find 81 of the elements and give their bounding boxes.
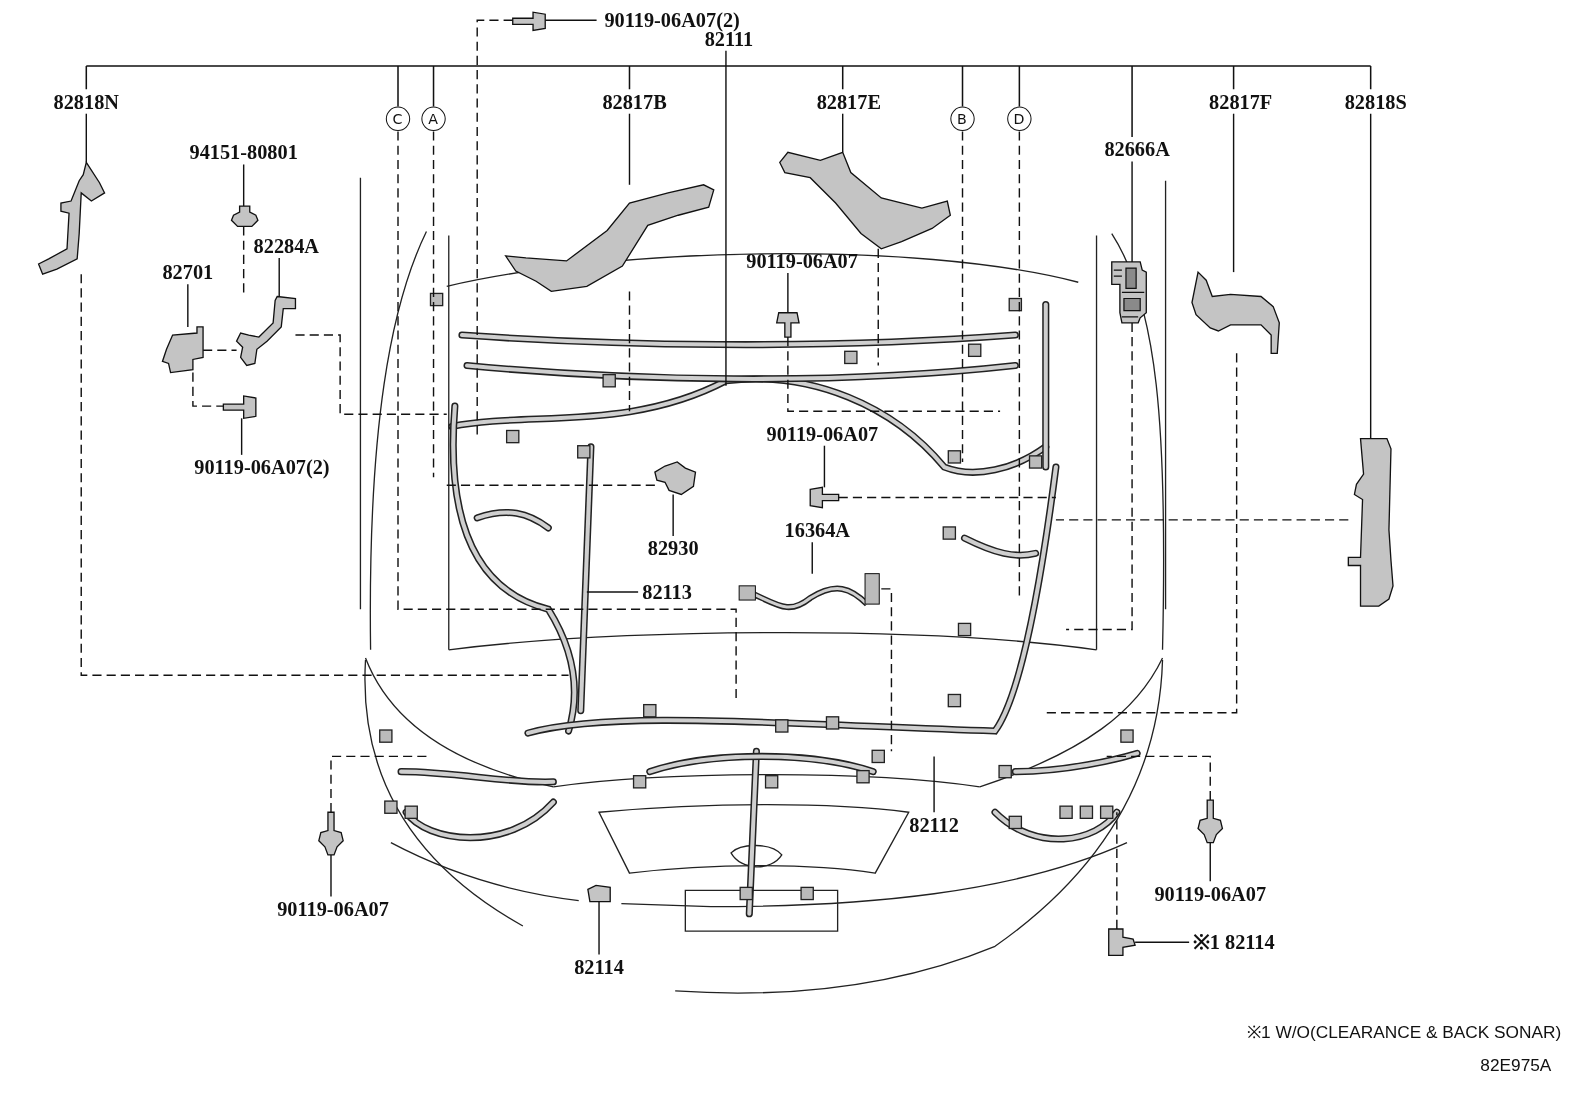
leader-line	[811, 541, 813, 575]
leader-line	[294, 334, 448, 415]
leader-line	[586, 591, 639, 593]
leader-line	[278, 257, 280, 298]
part-number: 90119-06A07	[273, 896, 393, 921]
bracket-drawing	[1348, 438, 1394, 607]
bolt-drawing	[776, 312, 800, 338]
part-number: 16364A	[783, 517, 852, 543]
leader-line	[1055, 519, 1350, 521]
leader-line	[187, 283, 189, 328]
leader-line	[240, 417, 243, 456]
leader-line	[933, 755, 935, 813]
bracket-drawing	[162, 326, 204, 373]
bolt-drawing	[223, 395, 256, 419]
leader-line	[330, 755, 428, 813]
clip-drawing	[1108, 929, 1136, 956]
leader-line	[330, 854, 332, 898]
leader-line	[1209, 842, 1211, 882]
part-number: 82818N	[52, 89, 121, 114]
clip-drawing	[587, 885, 611, 902]
protector-drawing	[505, 184, 714, 292]
bolt-drawing	[512, 12, 546, 31]
leader-line	[880, 588, 893, 753]
part-number: 90119-06A07(2)	[596, 8, 748, 33]
nut-drawing	[231, 206, 258, 227]
leader-line	[628, 113, 631, 186]
part-number: 82817F	[1206, 89, 1275, 114]
leader-line	[672, 493, 674, 537]
leader-line	[598, 900, 600, 956]
bracket-drawing	[1189, 272, 1282, 354]
part-number: 82930	[644, 536, 703, 561]
part-number: 82114	[570, 954, 628, 979]
part-number: 90119-06A07	[1150, 881, 1271, 906]
leader-line	[1131, 160, 1133, 263]
leader-line	[823, 445, 826, 489]
leader-line	[1106, 755, 1211, 801]
clamp-drawing	[1109, 261, 1149, 323]
part-number: 82817B	[600, 89, 669, 114]
protector-drawing	[779, 152, 951, 249]
leader-line	[787, 336, 1001, 412]
leader-line	[1369, 113, 1372, 440]
part-number: 82817E	[814, 89, 883, 114]
connector-drawing	[654, 461, 696, 495]
part-number: 82701	[158, 259, 217, 285]
leader-line	[80, 273, 570, 676]
leader-line	[725, 50, 727, 387]
reference-letter: D	[1006, 106, 1032, 131]
leader-line	[1232, 113, 1235, 273]
leader-line	[628, 290, 631, 412]
leader-line	[446, 484, 656, 487]
part-number: 94151-80801	[183, 140, 304, 165]
leader-line	[1116, 811, 1118, 930]
reference-letter: C	[385, 106, 410, 131]
leader-line	[1045, 352, 1238, 714]
part-number: 90119-06A07	[762, 421, 883, 446]
bolt-drawing	[810, 487, 839, 508]
part-number: 90119-06A07	[742, 248, 863, 274]
leader-line	[787, 272, 789, 314]
part-number: 82113	[638, 579, 696, 605]
leader-line	[1134, 941, 1190, 943]
leader-line	[85, 113, 87, 164]
leader-line	[1065, 322, 1133, 631]
part-number: 82666A	[1103, 137, 1172, 162]
figure-code: 82E975A	[1480, 1055, 1552, 1077]
footnote: ※1 W/O(CLEARANCE & BACK SONAR)	[1246, 1021, 1562, 1043]
bolt-drawing	[1198, 800, 1223, 843]
bolt-drawing	[318, 812, 344, 855]
bracket-drawing	[38, 162, 105, 275]
leader-line	[242, 163, 245, 207]
leader-line	[961, 130, 964, 463]
leader-line	[877, 248, 879, 367]
part-number: 82284A	[252, 233, 321, 258]
reference-letter: B	[949, 106, 975, 131]
ground-wire-drawing	[236, 296, 296, 366]
leader-line	[432, 130, 435, 478]
part-number: 82818S	[1341, 89, 1410, 114]
part-number: 90119-06A07(2)	[186, 454, 338, 480]
part-number: 82112	[905, 812, 963, 837]
part-number: ※1 82114	[1189, 930, 1279, 955]
reference-letter: A	[420, 106, 446, 131]
leader-line	[842, 113, 844, 153]
